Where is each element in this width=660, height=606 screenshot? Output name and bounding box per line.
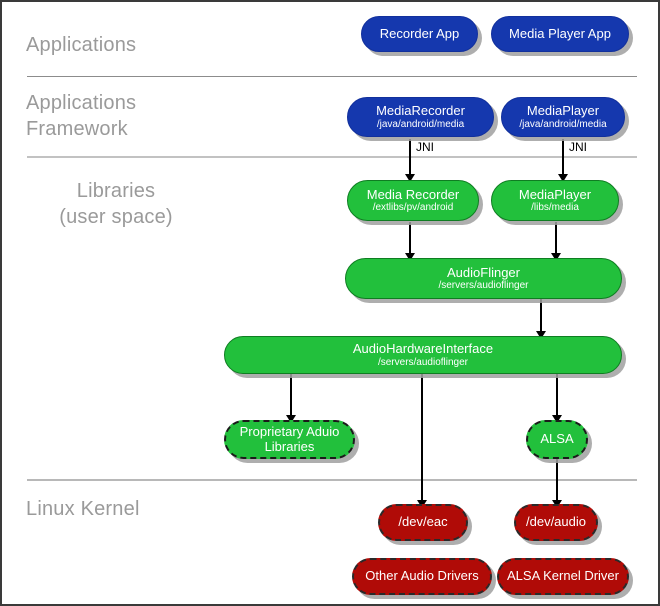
node-dev-audio[interactable]: /dev/audio	[514, 504, 598, 541]
node-alsa-kernel-driver-title: ALSA Kernel Driver	[507, 568, 619, 584]
node-audioflinger-subtitle: /servers/audioflinger	[438, 280, 529, 292]
node-other-audio-drivers-title: Other Audio Drivers	[365, 568, 479, 584]
node-alsa-title: ALSA	[540, 431, 574, 447]
node-media-player-app-title: Media Player App	[509, 25, 611, 41]
edge-line-jni-recorder	[409, 139, 411, 177]
edge-line-jni-player	[562, 139, 564, 177]
edge-line-ahi-alsa	[556, 374, 558, 418]
node-alsa-kernel-driver[interactable]: ALSA Kernel Driver	[497, 558, 629, 595]
node-mediaplayer-lib[interactable]: MediaPlayer /libs/media	[491, 180, 619, 221]
edge-line-mediaplayer-audioflinger	[555, 222, 557, 257]
node-proprietary-audio-libraries-title: Proprietary Aduio	[239, 423, 340, 439]
edge-arrow-mediaplayer-audioflinger	[551, 253, 561, 261]
node-other-audio-drivers[interactable]: Other Audio Drivers	[352, 558, 492, 595]
node-audiohardwareinterface-title: AudioHardwareInterface	[352, 341, 494, 357]
edge-arrow-ahi-alsa	[552, 415, 562, 423]
node-dev-audio-title: /dev/audio	[526, 514, 586, 530]
edge-label-jni-recorder: JNI	[416, 140, 434, 154]
edge-line-alsa-dev-audio	[556, 458, 558, 504]
layer-label-applications: Applications	[26, 34, 137, 56]
node-recorder-app-title: Recorder App	[379, 25, 460, 41]
node-audioflinger[interactable]: AudioFlinger /servers/audioflinger	[345, 258, 622, 299]
node-mediaplayer-framework-title: MediaPlayer	[526, 103, 600, 119]
node-audiohardwareinterface-subtitle: /servers/audioflinger	[377, 356, 469, 368]
layer-label-applications-framework: Applications Framework	[26, 92, 137, 140]
node-mediaplayer-framework[interactable]: MediaPlayer /java/android/media	[501, 97, 625, 137]
node-media-recorder-lib-title: Media Recorder	[366, 186, 460, 202]
node-audioflinger-title: AudioFlinger	[447, 264, 520, 280]
edge-arrow-ahi-proprietary	[286, 415, 296, 423]
node-media-player-app[interactable]: Media Player App	[491, 16, 629, 52]
edge-arrow-media-recorder-audioflinger	[405, 253, 415, 261]
edge-arrow-jni-recorder	[405, 174, 415, 182]
edge-line-ahi-proprietary	[290, 374, 292, 418]
node-proprietary-audio-libraries-subtitle: Libraries	[264, 438, 315, 454]
node-mediarecorder-framework-subtitle: /java/android/media	[376, 118, 465, 130]
edge-line-audioflinger-ahi	[540, 299, 542, 335]
node-mediaplayer-lib-subtitle: /libs/media	[531, 202, 579, 214]
edge-line-media-recorder-audioflinger	[409, 222, 411, 257]
node-mediaplayer-framework-subtitle: /java/android/media	[519, 118, 607, 130]
node-recorder-app[interactable]: Recorder App	[361, 16, 478, 52]
node-audiohardwareinterface[interactable]: AudioHardwareInterface /servers/audiofli…	[224, 336, 622, 374]
node-dev-eac-title: /dev/eac	[398, 514, 448, 530]
node-media-recorder-lib[interactable]: Media Recorder /extlibs/pv/android	[347, 180, 479, 221]
divider-applications	[27, 76, 637, 77]
divider-linux-kernel	[27, 479, 637, 481]
node-dev-eac[interactable]: /dev/eac	[378, 504, 468, 541]
node-proprietary-audio-libraries[interactable]: Proprietary Aduio Libraries	[224, 420, 355, 459]
edge-line-ahi-dev-eac	[421, 374, 423, 504]
node-mediarecorder-framework-title: MediaRecorder	[376, 103, 465, 119]
edge-label-jni-player: JNI	[569, 140, 587, 154]
node-alsa[interactable]: ALSA	[526, 420, 588, 459]
divider-applications-framework	[27, 156, 637, 158]
node-mediaplayer-lib-title: MediaPlayer	[518, 186, 592, 202]
edge-arrow-jni-player	[558, 174, 568, 182]
layer-label-linux-kernel: Linux Kernel	[26, 498, 140, 520]
node-media-recorder-lib-subtitle: /extlibs/pv/android	[372, 202, 454, 214]
edge-arrow-audioflinger-ahi	[536, 331, 546, 339]
layer-label-libraries: Libraries (user space)	[59, 180, 173, 228]
node-mediarecorder-framework[interactable]: MediaRecorder /java/android/media	[347, 97, 494, 137]
